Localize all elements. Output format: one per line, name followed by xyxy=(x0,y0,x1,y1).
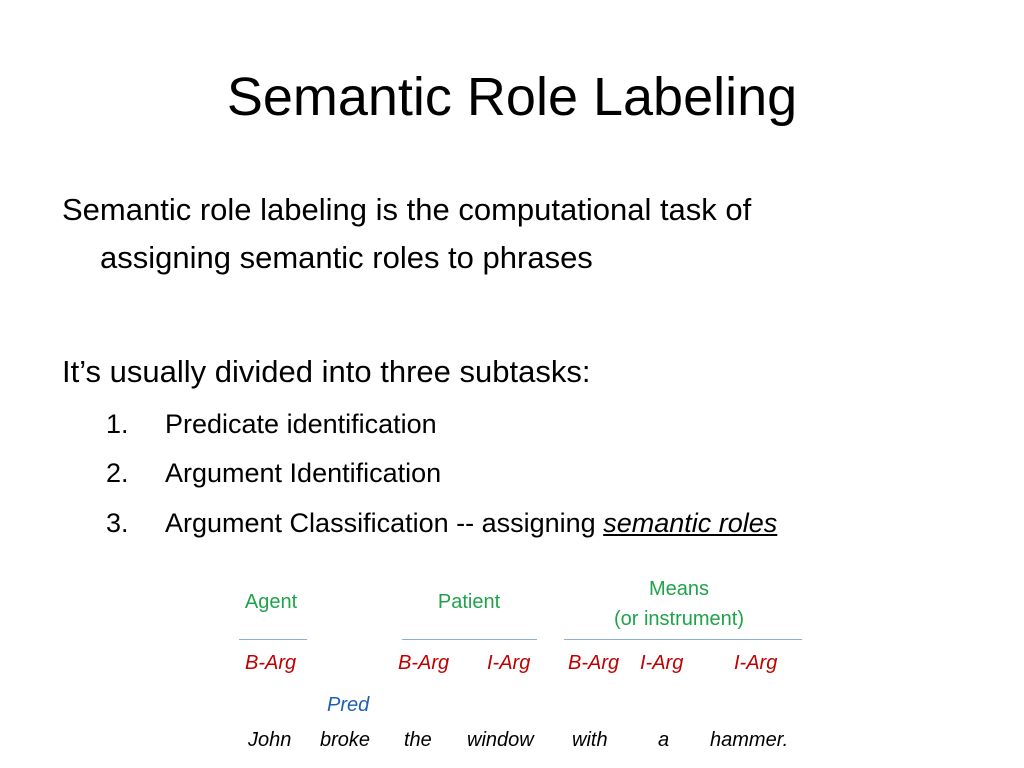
role-agent: Agent xyxy=(244,591,298,613)
tag-label: B-Arg xyxy=(245,652,297,674)
list-number: 3. xyxy=(106,508,129,538)
sentence-word: John xyxy=(248,729,292,751)
role-means-note: (or instrument) xyxy=(613,608,745,630)
list-item: Predicate identification xyxy=(165,409,437,439)
pred-label: Pred xyxy=(327,694,370,716)
list-item: Argument Identification xyxy=(165,458,442,488)
subtasks-intro: It’s usually divided into three subtasks… xyxy=(62,354,591,389)
role-means: Means xyxy=(648,578,710,600)
list-number: 2. xyxy=(106,458,129,488)
sentence-word: with xyxy=(572,729,608,751)
semantic-roles-emphasis: semantic roles xyxy=(603,508,778,538)
list-item: Argument Classification -- assigning sem… xyxy=(165,506,777,540)
list-item-text: Argument Classification -- assigning xyxy=(165,508,604,538)
tag-label: I-Arg xyxy=(640,652,684,674)
role-patient: Patient xyxy=(437,591,501,613)
list-number: 1. xyxy=(106,409,129,439)
sentence-word: hammer. xyxy=(710,729,789,751)
definition-line-2: assigning semantic roles to phrases xyxy=(100,240,593,275)
span-rule-patient xyxy=(402,639,537,640)
definition-line-1: Semantic role labeling is the computatio… xyxy=(62,192,752,227)
span-rule-means xyxy=(564,639,802,640)
tag-label: B-Arg xyxy=(568,652,620,674)
slide-title: Semantic Role Labeling xyxy=(226,67,798,127)
sentence-word: window xyxy=(467,729,534,751)
sentence-word: a xyxy=(658,729,670,751)
sentence-word: the xyxy=(404,729,432,751)
sentence-word: broke xyxy=(320,729,371,751)
tag-label: I-Arg xyxy=(487,652,531,674)
span-rule-agent xyxy=(239,639,307,640)
tag-label: I-Arg xyxy=(734,652,778,674)
tag-label: B-Arg xyxy=(398,652,450,674)
